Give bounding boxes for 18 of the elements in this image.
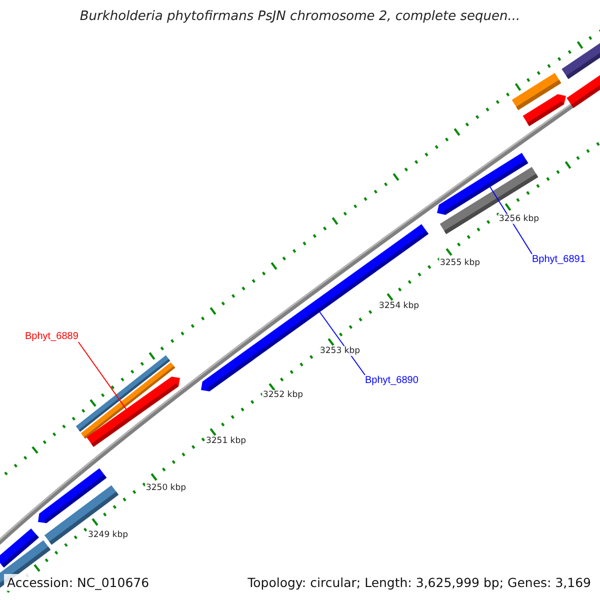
tick-label: 3255 kbp bbox=[438, 258, 482, 268]
gene-bar bbox=[522, 94, 566, 126]
gene-bar bbox=[562, 42, 600, 79]
gene-label: Bphyt_6889 bbox=[25, 331, 78, 342]
tick-label: 3254 kbp bbox=[378, 301, 420, 311]
gene-label: Bphyt_6890 bbox=[365, 375, 418, 386]
tick-label: 3249 kbp bbox=[86, 530, 130, 540]
tick-label: 3256 kbp bbox=[498, 214, 540, 224]
tick-label: 3251 kbp bbox=[204, 436, 248, 446]
tick-label: 3253 kbp bbox=[318, 346, 362, 356]
gene-label: Bphyt_6891 bbox=[532, 254, 586, 265]
tick-label: 3252 kbp bbox=[262, 390, 304, 400]
tick-label: 3250 kbp bbox=[144, 483, 188, 493]
leader-line bbox=[78, 342, 127, 410]
map-title: Burkholderia phytofirmans PsJN chromosome 2, complete sequen... bbox=[78, 9, 522, 24]
gene-bar bbox=[86, 376, 180, 447]
gene-bar bbox=[566, 74, 600, 108]
leader-line bbox=[489, 186, 532, 254]
